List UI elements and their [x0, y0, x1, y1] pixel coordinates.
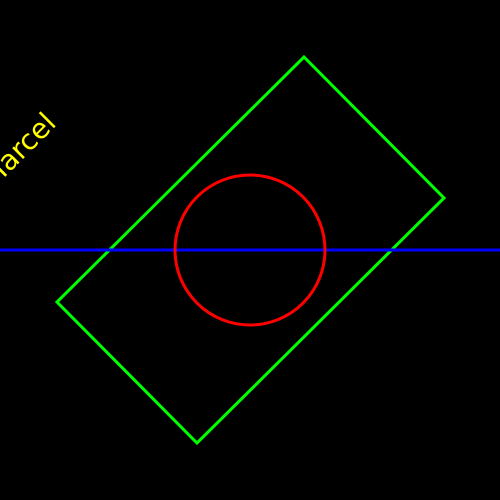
rotated-rectangle: [54, 54, 447, 446]
circle: [173, 173, 327, 327]
